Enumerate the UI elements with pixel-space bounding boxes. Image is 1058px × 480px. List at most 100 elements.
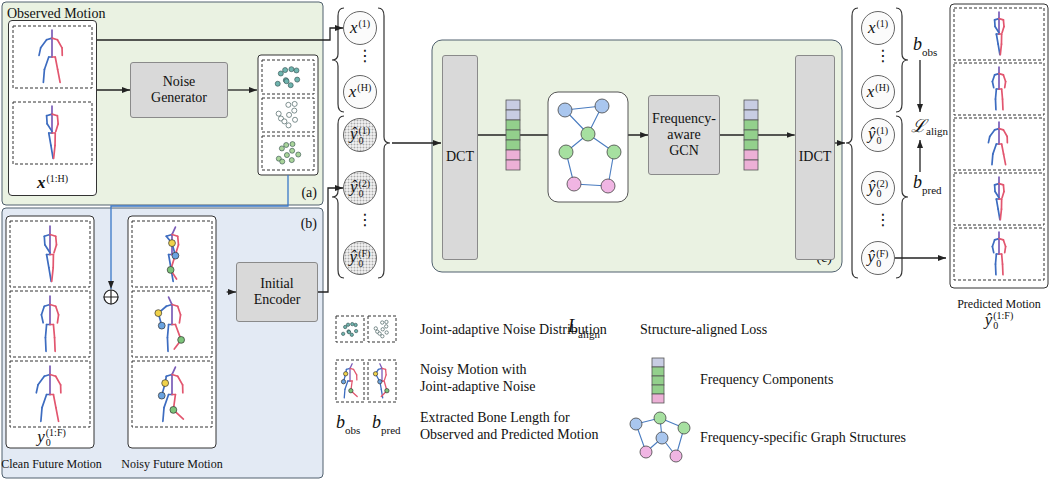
bone [49,366,51,375]
bone [169,297,172,304]
bone [45,338,47,352]
superscript: (H) [357,83,371,93]
group-panel: (b)y0(1:F)Clean Future MotionNoisy Futur… [2,208,323,478]
bone [356,375,357,380]
dashed-frame [10,221,90,287]
text-wrap: Frequency-aware GCN [651,111,717,159]
bracket [896,8,908,112]
bone [49,133,51,145]
math-label: ŷ0(1) [868,124,888,145]
legend-text: Joint-adaptive Noise Distribution [420,322,607,337]
process-label: Noise Generator [151,74,207,105]
graph-frame [548,92,628,202]
subscript: 0 [876,136,888,146]
frequency-cell [506,120,520,130]
caption: Clean Future Motion [1,457,102,471]
graph-node [601,179,615,193]
graph-node [670,450,682,462]
legend-entry: Frequency-specific Graph Structures [700,430,906,447]
bone [57,40,62,48]
noise-sample [283,68,288,73]
bone [163,408,164,422]
bone [49,375,51,395]
noise-sample [350,333,353,336]
bone [49,226,51,235]
bone [44,235,50,237]
bone [354,369,357,374]
math-base: x [349,82,357,101]
script-stack: 0(1:F) [993,311,1013,331]
bone [179,315,180,323]
motion-frame: x(1:H) [8,20,97,196]
legend-text: Frequency Components [700,372,833,387]
script-stack: (1) [876,19,888,29]
group-panel: Predicted Motionŷ0(1:F) [946,4,1052,332]
bone [55,57,57,69]
state-circle: x(H) [343,75,377,109]
connector [227,291,236,292]
noise-dot [344,372,348,376]
bone [47,255,49,268]
subscript: obs [345,424,360,436]
math-label: ŷ0(1) [350,124,370,145]
frequency-cell [506,100,520,110]
dashed-frame [262,60,314,94]
dashed-frame [13,102,92,164]
math-symbol: b [336,412,345,433]
dashed-frame [13,26,92,88]
bone [60,385,62,393]
bracket [378,8,390,278]
bone [47,124,52,132]
graph-node [630,418,642,430]
group-panel: y0(1:F)Clean Future Motion [0,216,106,476]
noise-sample [381,321,384,324]
bone [167,338,169,352]
noise-sample [280,159,285,164]
bone [992,82,993,88]
frequency-cell [652,367,664,376]
math-label: ŷ0(2) [350,177,370,198]
text-wrap: DCT [446,149,474,165]
caption: Noisy Future Motion [121,457,222,471]
dashed-frame [368,360,396,402]
dashed-frame [954,8,1044,60]
math-label: x(1) [868,18,888,38]
bone [54,145,55,158]
bracket [896,116,908,278]
script-stack: 0(2) [358,179,370,199]
text-wrap: Clean Future Motion [0,454,106,472]
bone [41,306,44,315]
state-circle: ŷ0(1) [343,118,377,152]
caption: Predicted Motion [957,297,1041,311]
script-stack: (H) [357,83,371,93]
superscript: (1) [358,19,370,29]
connector [97,28,343,40]
panel [432,40,842,272]
bone [53,395,56,408]
noise-dot [162,380,169,387]
bone [55,236,57,245]
frequency-cell [744,100,758,110]
bone [178,376,183,385]
math-symbol: b [913,172,922,193]
ellipsis: ⋮ [357,210,373,229]
bone [178,306,181,315]
text-wrap: IDCT [799,149,832,165]
bone [998,74,1000,89]
text-wrap: Initial Encoder [239,276,315,308]
script-stack: (1) [358,19,370,29]
bone [1003,185,1005,192]
bone [385,369,387,374]
bone [1002,144,1004,154]
dashed-frame [954,63,1044,115]
bone [44,305,50,307]
bone [50,375,56,377]
graph-node [640,446,652,458]
noise-dot [378,380,382,384]
bone [43,69,44,82]
dashed-frame [954,173,1044,225]
noise-sample [385,331,388,334]
process-box: IDCT [795,55,836,260]
bone [39,48,41,56]
text-wrap: Noise Generator [133,74,225,106]
